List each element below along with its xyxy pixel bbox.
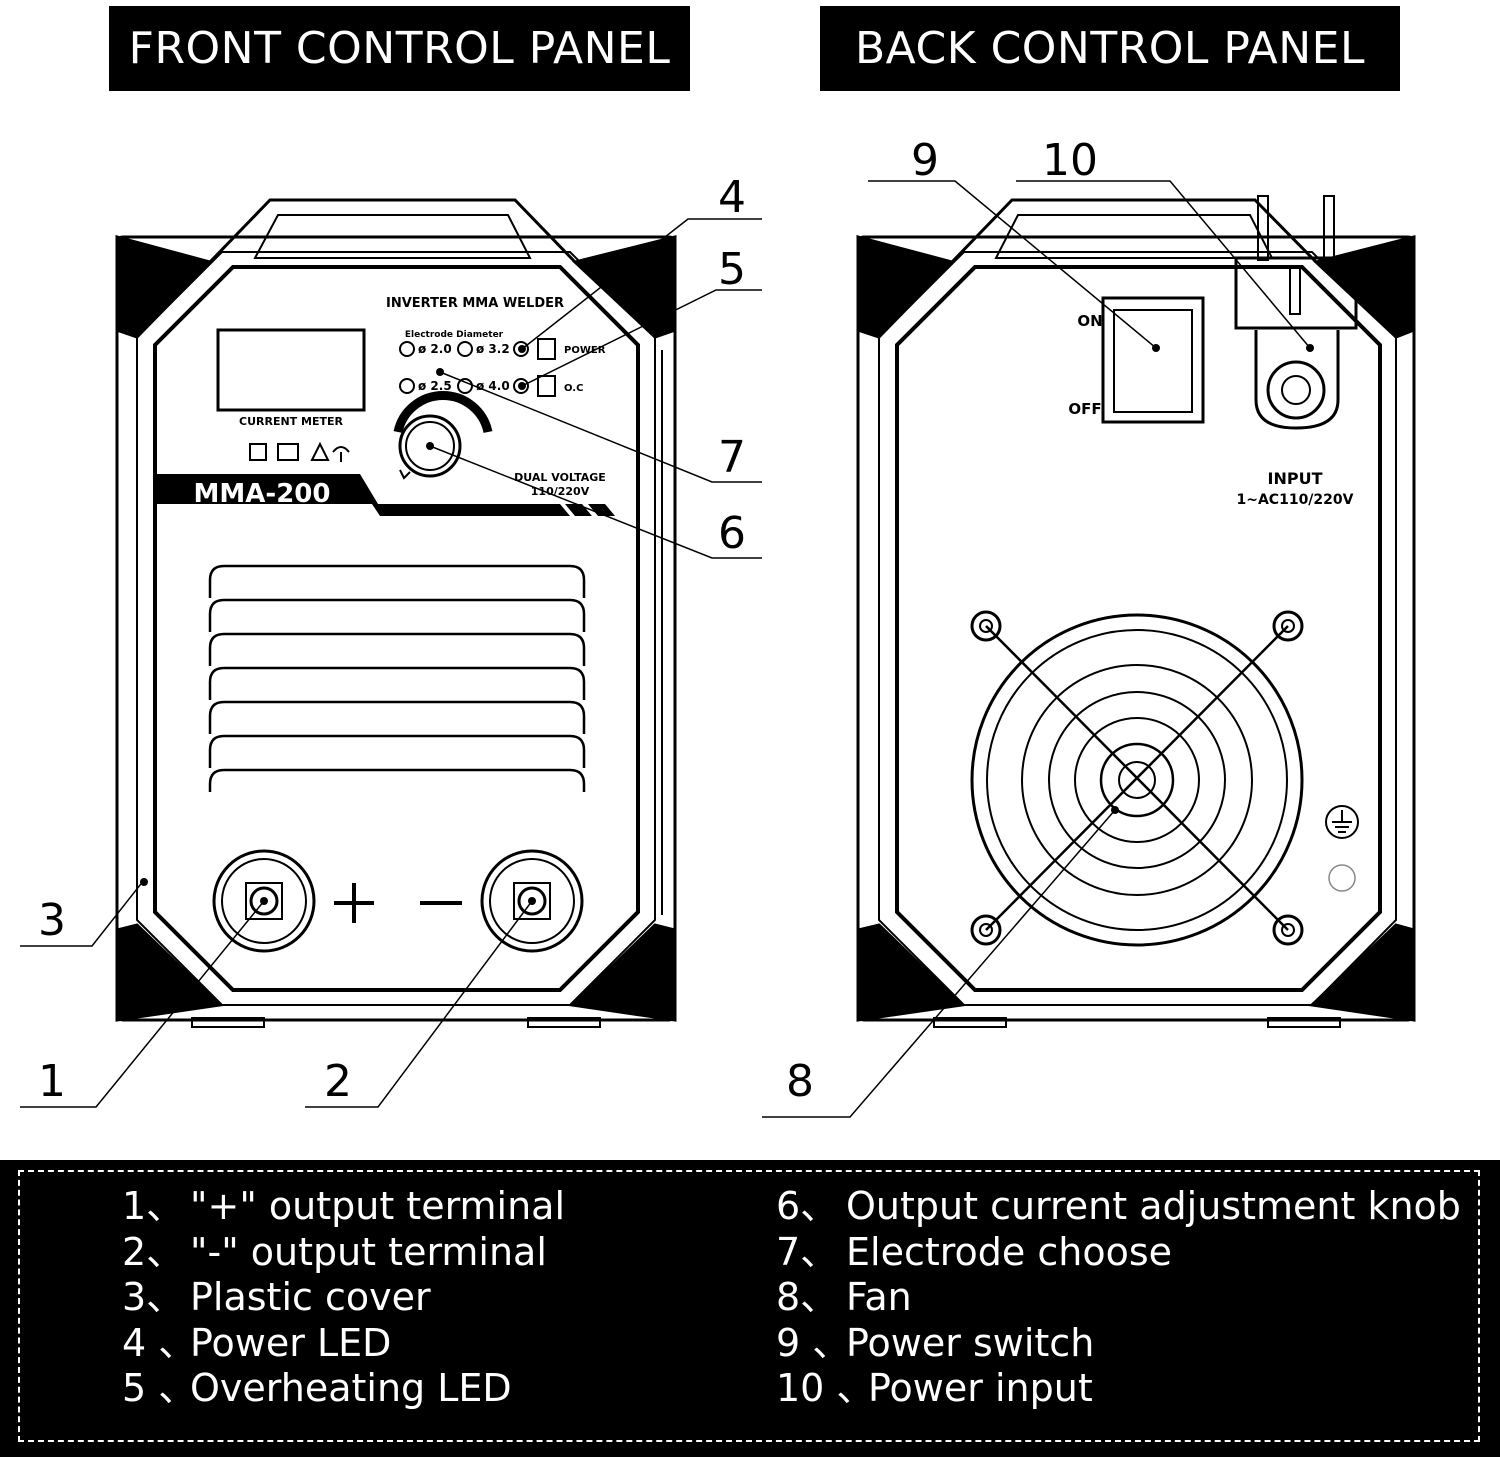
led-4-0 bbox=[457, 378, 473, 394]
callout-5: 5 bbox=[718, 244, 746, 295]
legend-num: 2、 bbox=[122, 1229, 185, 1274]
legend-panel: 1、"+" output terminal 2、"-" output termi… bbox=[0, 1160, 1500, 1457]
legend-text: Electrode choose bbox=[846, 1229, 1173, 1274]
diameter-4-0: ø 4.0 bbox=[476, 379, 510, 393]
legend-text: Power input bbox=[868, 1366, 1093, 1410]
legend-text: Power LED bbox=[190, 1320, 392, 1365]
callout-4: 4 bbox=[718, 172, 746, 223]
back-unit bbox=[856, 195, 1416, 1028]
front-unit bbox=[115, 198, 677, 1028]
legend-left-column: 1、"+" output terminal 2、"-" output termi… bbox=[122, 1184, 565, 1412]
legend-item: 7、Electrode choose bbox=[776, 1230, 1461, 1276]
power-switch bbox=[1101, 296, 1205, 424]
callout-9: 9 bbox=[911, 135, 939, 186]
legend-num: 6、 bbox=[776, 1184, 839, 1228]
front-vents bbox=[208, 564, 586, 792]
plus-terminal bbox=[212, 849, 316, 953]
overheat-icon bbox=[537, 375, 556, 397]
callout-10: 10 bbox=[1042, 135, 1098, 186]
legend-num: 8、 bbox=[776, 1275, 839, 1319]
power-led bbox=[513, 341, 529, 357]
umbrella-icon bbox=[332, 446, 350, 462]
legend-num: 4 、 bbox=[122, 1320, 197, 1365]
front-housing bbox=[115, 235, 677, 1022]
led-3-2 bbox=[457, 341, 473, 357]
ground-screw bbox=[1328, 864, 1356, 892]
back-cover bbox=[895, 265, 1382, 992]
ground-icon bbox=[1325, 805, 1359, 839]
welder-title: INVERTER MMA WELDER bbox=[386, 296, 564, 311]
front-panel-header: FRONT CONTROL PANEL bbox=[109, 6, 690, 91]
legend-text: "-" output terminal bbox=[190, 1229, 547, 1274]
callout-2: 2 bbox=[324, 1056, 352, 1107]
switch-on-label: ON bbox=[1077, 312, 1102, 330]
callout-1: 1 bbox=[38, 1056, 66, 1107]
model-banner bbox=[156, 474, 378, 504]
knob-arc bbox=[393, 391, 493, 434]
power-label: POWER bbox=[564, 345, 606, 356]
current-meter-display bbox=[216, 328, 366, 412]
diameter-3-2: ø 3.2 bbox=[476, 342, 510, 356]
legend-num: 1、 bbox=[122, 1184, 185, 1228]
back-housing bbox=[856, 235, 1416, 1022]
legend-item: 1、"+" output terminal bbox=[122, 1184, 565, 1230]
callout-3: 3 bbox=[38, 895, 66, 946]
current-meter-label: CURRENT METER bbox=[239, 415, 343, 428]
legend-num: 7、 bbox=[776, 1229, 839, 1274]
legend-num: 10 、 bbox=[776, 1366, 875, 1410]
minus-terminal bbox=[480, 849, 584, 953]
legend-text: Overheating LED bbox=[190, 1366, 512, 1410]
dual-voltage-label: DUAL VOLTAGE bbox=[514, 471, 606, 484]
overheat-led bbox=[513, 378, 529, 394]
warning-icon bbox=[310, 441, 330, 461]
legend-item: 9 、Power switch bbox=[776, 1321, 1461, 1367]
legend-item: 6、Output current adjustment knob bbox=[776, 1184, 1461, 1230]
legend-item: 8、Fan bbox=[776, 1275, 1461, 1321]
model-name: MMA-200 bbox=[194, 479, 331, 509]
fan bbox=[970, 610, 1304, 947]
input-spec: 1~AC110/220V bbox=[1237, 492, 1354, 508]
led-2-0 bbox=[399, 341, 415, 357]
front-handle bbox=[208, 198, 577, 264]
legend-item: 3、Plastic cover bbox=[122, 1275, 565, 1321]
callout-6: 6 bbox=[718, 508, 746, 559]
oc-label: O.C bbox=[564, 383, 583, 394]
legend-num: 5 、 bbox=[122, 1366, 197, 1410]
legend-num: 9 、 bbox=[776, 1320, 851, 1365]
diameter-2-0: ø 2.0 bbox=[418, 342, 452, 356]
welder-diagram: INVERTER MMA WELDER Electrode Diameter ø… bbox=[20, 135, 1416, 1118]
legend-text: "+" output terminal bbox=[190, 1184, 566, 1228]
led-2-5 bbox=[399, 378, 415, 394]
legend-text: Plastic cover bbox=[190, 1275, 431, 1319]
callout-dots bbox=[140, 344, 1314, 905]
diameter-2-5: ø 2.5 bbox=[418, 379, 452, 393]
output-current-knob bbox=[398, 414, 462, 478]
plus-sign bbox=[334, 883, 374, 923]
legend-num: 3、 bbox=[122, 1275, 185, 1319]
safety-s-icon bbox=[249, 443, 267, 461]
manual-icon bbox=[277, 443, 299, 461]
legend-item: 2、"-" output terminal bbox=[122, 1230, 565, 1276]
callout-leaders bbox=[20, 180, 1311, 1118]
callout-8: 8 bbox=[786, 1056, 814, 1107]
power-input-plug bbox=[1234, 195, 1358, 430]
thermometer-icon bbox=[537, 338, 556, 360]
switch-off-label: OFF bbox=[1068, 400, 1101, 418]
legend-item: 4 、Power LED bbox=[122, 1321, 565, 1367]
legend-item: 5 、Overheating LED bbox=[122, 1366, 565, 1412]
legend-text: Power switch bbox=[846, 1320, 1095, 1365]
legend-border bbox=[18, 1170, 1480, 1442]
legend-text: Output current adjustment knob bbox=[846, 1184, 1461, 1228]
electrode-label: Electrode Diameter bbox=[405, 330, 504, 340]
legend-right-column: 6、Output current adjustment knob 7、Elect… bbox=[776, 1184, 1461, 1412]
legend-item: 10 、Power input bbox=[776, 1366, 1461, 1412]
front-cover bbox=[153, 265, 640, 992]
callout-7: 7 bbox=[718, 432, 746, 483]
legend-text: Fan bbox=[846, 1275, 912, 1319]
voltage-label: 110/220V bbox=[531, 485, 590, 498]
input-label: INPUT bbox=[1268, 469, 1323, 488]
back-panel-header: BACK CONTROL PANEL bbox=[820, 6, 1400, 91]
